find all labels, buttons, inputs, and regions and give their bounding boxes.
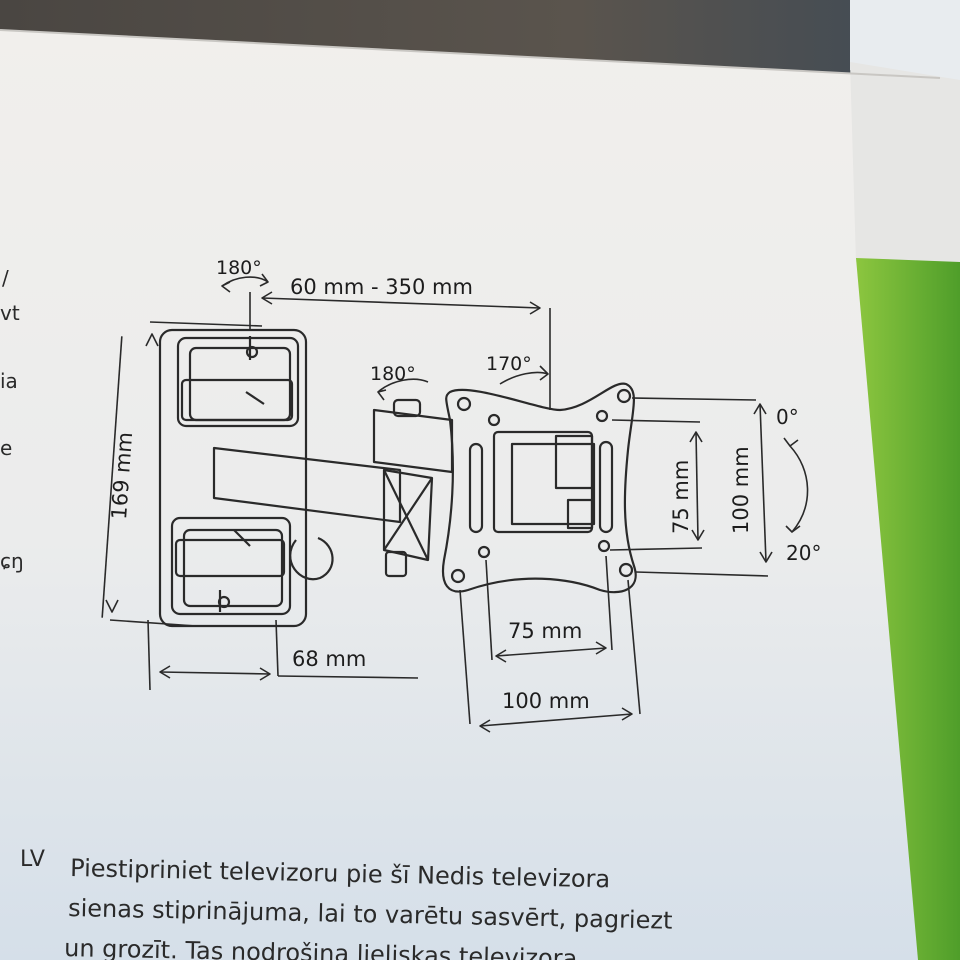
label-vesa-v-large: 100 mm: [729, 446, 753, 534]
side-fragment: /: [2, 266, 9, 290]
vesa-plate-drawing: [441, 382, 637, 594]
mount-diagram: [101, 273, 809, 733]
label-vesa-v-small: 75 mm: [669, 460, 693, 534]
label-rotation-mid: 180°: [370, 363, 416, 385]
label-wall-depth: 68 mm: [292, 647, 366, 671]
label-rotation-left: 180°: [216, 257, 262, 279]
label-vesa-h-small: 75 mm: [508, 619, 582, 643]
side-fragment: ɕŋ: [0, 549, 24, 573]
side-fragment: vt: [0, 301, 20, 325]
label-vesa-h-large: 100 mm: [502, 689, 590, 713]
rotation-arrows: [221, 273, 809, 533]
green-panel: [856, 258, 960, 960]
side-fragment: ia: [0, 369, 18, 393]
label-rotation-right: 170°: [486, 353, 532, 375]
side-fragment: e: [0, 436, 12, 460]
box-front-face: [0, 30, 960, 960]
label-tilt-bottom: 20°: [786, 541, 821, 565]
dimension-lines: [101, 291, 773, 733]
box-side-face: [850, 62, 960, 262]
label-arm-extension: 60 mm - 350 mm: [290, 275, 473, 299]
label-tilt-top: 0°: [776, 405, 799, 429]
wall-plate-drawing: [158, 328, 308, 628]
box-edge: [0, 29, 941, 79]
language-code: LV: [20, 847, 45, 872]
